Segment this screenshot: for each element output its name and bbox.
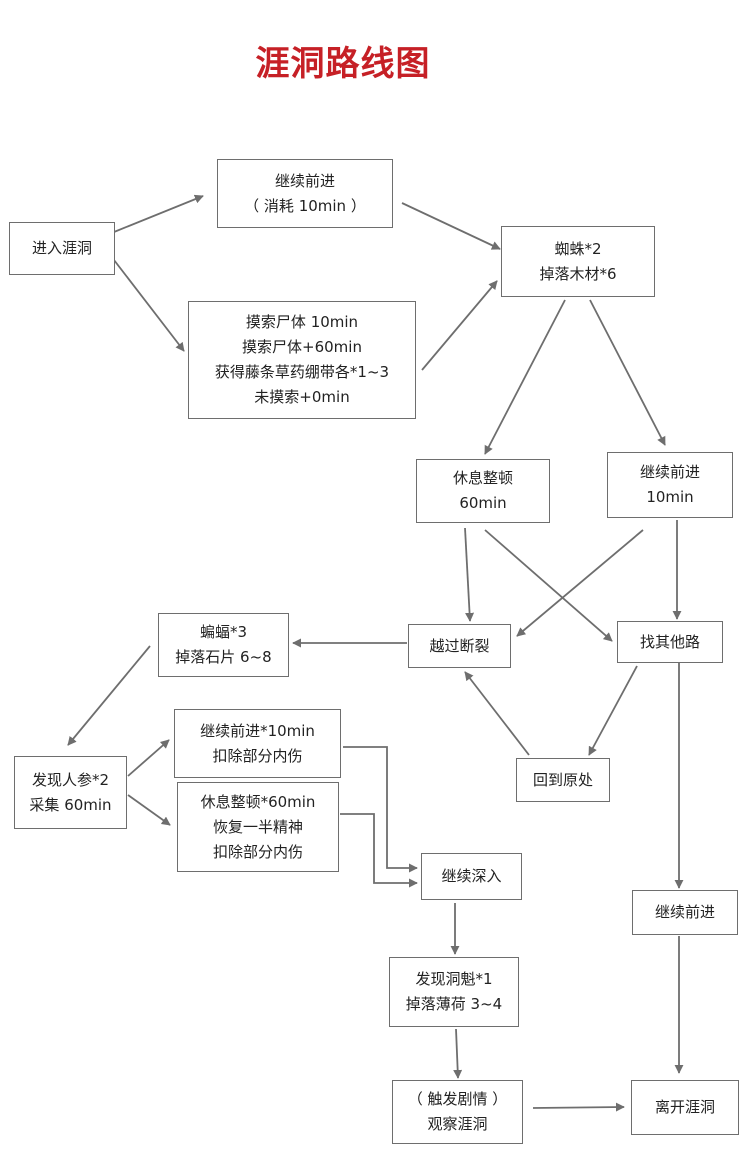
- edge-bat-ginseng: [67, 645, 151, 746]
- edge-rest1-cross: [464, 527, 475, 622]
- node-plot: （ 触发剧情 ） 观察涯洞: [392, 1080, 523, 1144]
- node-enter: 进入涯洞: [9, 222, 115, 275]
- edge-spider-rest1: [484, 299, 566, 455]
- edge-search-spider: [421, 280, 498, 371]
- edge-back-cross: [464, 671, 530, 756]
- node-advance4: 继续前进: [632, 890, 738, 935]
- edge-enter-advance1: [113, 194, 204, 233]
- edge-spider-advance2: [589, 299, 666, 446]
- edge-other-back: [588, 665, 638, 756]
- node-ghoul: 发现洞魁*1 掉落薄荷 3~4: [389, 957, 519, 1027]
- edge-ginseng-rest2: [127, 794, 171, 826]
- node-advance1: 继续前进 （ 消耗 10min ）: [217, 159, 393, 228]
- edge-rest1-other: [484, 529, 613, 642]
- edge-ginseng-advance3: [127, 739, 170, 777]
- node-advance2: 继续前进 10min: [607, 452, 733, 518]
- edge-plot-leave: [532, 1102, 625, 1112]
- node-other: 找其他路: [617, 621, 723, 663]
- node-rest1: 休息整顿 60min: [416, 459, 550, 523]
- edge-enter-search: [113, 259, 185, 352]
- edge-advance3-deeper: [343, 746, 418, 873]
- node-deeper: 继续深入: [421, 853, 522, 900]
- node-bat: 蝙蝠*3 掉落石片 6~8: [158, 613, 289, 677]
- edge-advance2-cross: [516, 529, 644, 637]
- node-leave: 离开涯洞: [631, 1080, 739, 1135]
- edge-rest2-deeper: [340, 813, 418, 888]
- node-advance3: 继续前进*10min 扣除部分内伤: [174, 709, 341, 778]
- edge-ghoul-plot: [453, 1028, 463, 1079]
- node-cross: 越过断裂: [408, 624, 511, 668]
- node-back: 回到原处: [516, 758, 610, 802]
- node-search: 摸索尸体 10min 摸索尸体+60min 获得藤条草药绷带各*1~3 未摸索+…: [188, 301, 416, 419]
- node-rest2: 休息整顿*60min 恢复一半精神 扣除部分内伤: [177, 782, 339, 872]
- node-ginseng: 发现人参*2 采集 60min: [14, 756, 127, 829]
- diagram-title: 涯洞路线图: [255, 44, 431, 84]
- node-spider: 蜘蛛*2 掉落木材*6: [501, 226, 655, 297]
- edge-advance1-spider: [401, 202, 501, 250]
